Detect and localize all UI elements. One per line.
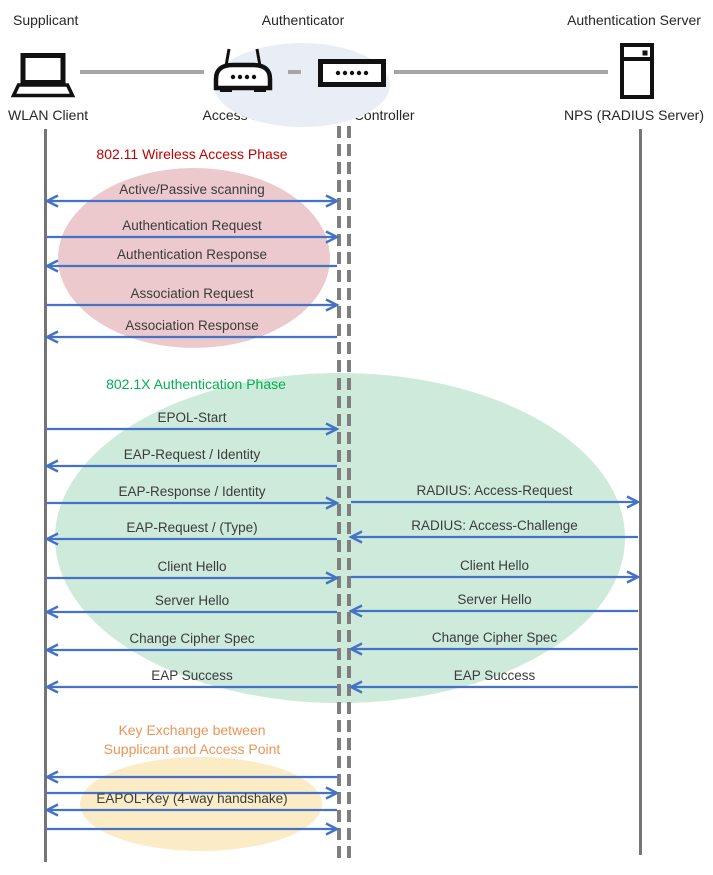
message-label: Client Hello	[157, 559, 227, 574]
message-arrow	[47, 230, 340, 244]
message-arrow	[47, 422, 340, 436]
message-arrow	[44, 194, 340, 208]
message-label: EPOL-Start	[157, 410, 227, 425]
message-arrow	[44, 259, 337, 273]
message-label: EAP-Request / (Type)	[126, 520, 258, 535]
message-label: Client Hello	[459, 558, 530, 573]
server-icon	[620, 43, 654, 99]
phase1-ellipse	[58, 168, 330, 348]
message-arrow	[44, 330, 337, 344]
message-label: Server Hello	[154, 593, 230, 608]
authenticator-role-label: Authenticator	[261, 12, 345, 28]
message-arrow	[351, 495, 641, 509]
phase3-title-line2: Supplicant and Access Point	[103, 741, 281, 757]
message-arrow	[44, 770, 337, 784]
message-label: Change Cipher Spec	[431, 630, 558, 645]
access-point-icon	[213, 48, 273, 92]
message-arrow	[44, 803, 337, 817]
message-arrow	[348, 680, 638, 694]
message-label: EAP-Response / Identity	[118, 484, 266, 499]
phase3-title: Key Exchange between Supplicant and Acce…	[42, 721, 342, 759]
message-arrow	[348, 530, 638, 544]
message-label: EAP Success	[151, 668, 233, 683]
connector-line-client-ap	[80, 70, 204, 74]
connector-line-controller-server	[394, 70, 608, 74]
message-label: EAP Success	[453, 668, 536, 683]
phase3-title-line1: Key Exchange between	[118, 722, 266, 738]
message-label: RADIUS: Access-Request	[416, 483, 573, 498]
wlan-controller-icon	[318, 59, 386, 87]
message-arrow	[47, 298, 340, 312]
lifeline-authenticator-dashed-left	[337, 126, 341, 862]
auth-server-role-label: Authentication Server	[567, 12, 701, 28]
message-arrow	[47, 571, 340, 585]
message-arrow	[47, 822, 340, 836]
message-label: Change Cipher Spec	[129, 631, 255, 646]
message-arrow	[44, 643, 337, 657]
message-arrow	[47, 786, 340, 800]
lifeline-auth-server	[639, 129, 642, 855]
message-label: Authentication Request	[122, 218, 262, 233]
supplicant-role-label: Supplicant	[13, 12, 79, 28]
message-arrow	[44, 680, 337, 694]
message-arrow	[44, 605, 337, 619]
lifeline-supplicant	[44, 129, 47, 862]
message-label: EAPOL-Key (4-way handshake)	[96, 791, 288, 806]
phase2-title: 802.1X Authentication Phase	[106, 376, 286, 392]
message-label: EAP-Request / Identity	[123, 447, 261, 462]
connector-dash-ap-controller	[288, 70, 301, 74]
message-label: RADIUS: Access-Challenge	[411, 518, 578, 533]
message-label: Association Request	[130, 286, 254, 301]
message-arrow	[44, 459, 337, 473]
phase1-title: 802.11 Wireless Access Phase	[96, 146, 288, 162]
message-arrow	[47, 496, 340, 510]
lifeline-authenticator-dashed-right	[347, 126, 351, 862]
laptop-icon	[10, 53, 76, 98]
message-label: Active/Passive scanning	[119, 182, 265, 197]
wlan-client-label: WLAN Client	[8, 107, 89, 123]
message-arrow	[348, 604, 638, 618]
message-label: Server Hello	[457, 592, 532, 607]
nps-radius-server-label: NPS (RADIUS Server)	[563, 107, 705, 123]
phase3-ellipse	[80, 757, 322, 851]
message-arrow	[44, 532, 337, 546]
message-arrow	[351, 570, 641, 584]
message-label: Authentication Response	[116, 247, 268, 262]
message-label: Association Response	[125, 318, 259, 333]
message-arrow	[348, 642, 638, 656]
